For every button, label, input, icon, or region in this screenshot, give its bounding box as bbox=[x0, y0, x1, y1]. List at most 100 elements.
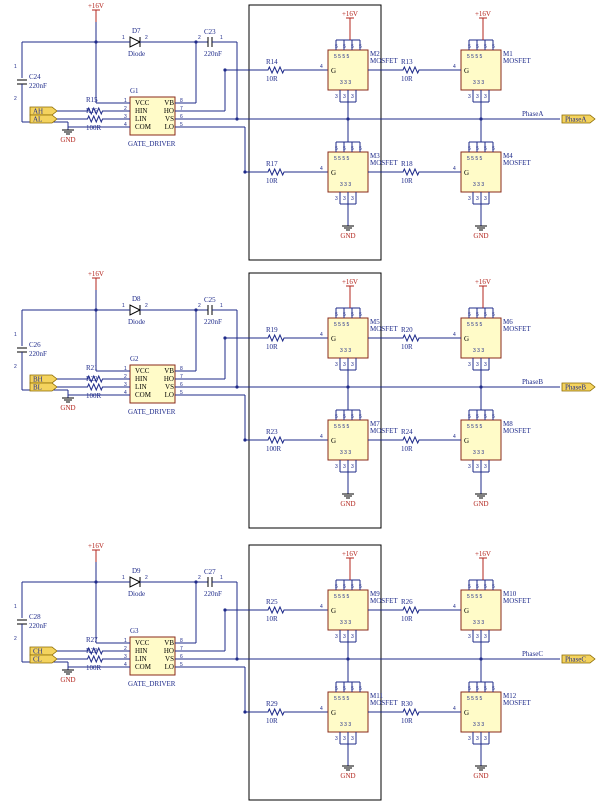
mosfet-pin-number: 5 bbox=[484, 44, 487, 50]
supply-label: +16V bbox=[88, 270, 104, 278]
driver-pin-name: HO bbox=[164, 647, 174, 655]
driver-pin-number: 8 bbox=[180, 638, 183, 644]
mosfet-pin-number: 3 bbox=[484, 196, 487, 202]
mosfet-pin-marks: 5 5 5 5 bbox=[467, 54, 483, 60]
input-port-high bbox=[29, 374, 58, 384]
driver-pin-number: 6 bbox=[180, 114, 183, 120]
resistor-value: 10R bbox=[401, 75, 413, 83]
resistor-ref: R19 bbox=[266, 326, 278, 334]
mosfet-pin-marks: 3 3 3 bbox=[473, 722, 484, 728]
cap-pin: 1 bbox=[14, 604, 17, 610]
resistor-R17 bbox=[260, 167, 292, 177]
resistor-ref: R14 bbox=[266, 58, 278, 66]
mosfet-ref: M8 bbox=[503, 420, 513, 428]
mosfet-gate-label: G bbox=[331, 169, 336, 177]
driver-pin-number: 1 bbox=[124, 638, 127, 644]
cap-value: 220nF bbox=[204, 318, 222, 326]
diode-pin: 2 bbox=[145, 575, 148, 581]
driver-pin-number: 7 bbox=[180, 646, 183, 652]
driver-pin-number: 6 bbox=[180, 382, 183, 388]
mosfet-pin-number: 3 bbox=[468, 196, 471, 202]
mosfet-pin-marks: 3 3 3 bbox=[473, 80, 484, 86]
driver-pin-name: VS bbox=[165, 383, 174, 391]
junction-dot bbox=[479, 117, 483, 121]
mosfet-body bbox=[460, 151, 502, 193]
driver-pin-number: 3 bbox=[124, 654, 127, 660]
ground-label: GND bbox=[473, 772, 488, 780]
driver-pin-number: 8 bbox=[180, 366, 183, 372]
resistor-value: 100R bbox=[86, 392, 102, 400]
mosfet-pin-number: 5 bbox=[359, 44, 362, 50]
driver-pin-name: VB bbox=[164, 639, 174, 647]
cap-pin: 1 bbox=[220, 35, 223, 41]
mosfet-type: MOSFET bbox=[503, 597, 531, 605]
ground-label: GND bbox=[60, 404, 75, 412]
mosfet-type: MOSFET bbox=[370, 57, 398, 65]
driver-pin-name: HIN bbox=[135, 107, 147, 115]
gate-driver-type: GATE_DRIVER bbox=[128, 680, 176, 688]
mosfet-ref: M1 bbox=[503, 50, 513, 58]
mosfet-pin-number: 5 bbox=[476, 414, 479, 420]
driver-pin-name: HIN bbox=[135, 647, 147, 655]
mosfet-pin-number: 3 bbox=[468, 362, 471, 368]
mosfet-pin-number: 3 bbox=[476, 362, 479, 368]
mosfet-gate-pin: 4 bbox=[453, 64, 456, 70]
mosfet-pin-number: 3 bbox=[335, 634, 338, 640]
mosfet-ref: M2 bbox=[370, 50, 380, 58]
cap-value: 220nF bbox=[29, 350, 47, 358]
mosfet-pin-number: 5 bbox=[468, 584, 471, 590]
cap-ref: C26 bbox=[29, 341, 41, 349]
mosfet-pin-number: 5 bbox=[476, 146, 479, 152]
mosfet-pin-number: 3 bbox=[351, 736, 354, 742]
junction-dot bbox=[346, 657, 350, 661]
driver-pin-number: 7 bbox=[180, 374, 183, 380]
mosfet-pin-number: 5 bbox=[468, 414, 471, 420]
mosfet-pin-number: 5 bbox=[343, 146, 346, 152]
mosfet-ref: M6 bbox=[503, 318, 513, 326]
cap-value: 220nF bbox=[204, 50, 222, 58]
resistor-R29 bbox=[260, 707, 292, 717]
resistor-value: 100R bbox=[86, 124, 102, 132]
mosfet-pin-number: 3 bbox=[335, 94, 338, 100]
input-port-low bbox=[29, 654, 58, 664]
mosfet-pin-number: 3 bbox=[343, 464, 346, 470]
ground-label: GND bbox=[60, 676, 75, 684]
resistor-value: 100R bbox=[86, 664, 102, 672]
diode-type: Diode bbox=[128, 50, 145, 58]
ground-label: GND bbox=[340, 232, 355, 240]
cap-pin: 1 bbox=[14, 332, 17, 338]
driver-pin-number: 2 bbox=[124, 374, 127, 380]
cap-ref: C28 bbox=[29, 613, 41, 621]
phase-port bbox=[561, 114, 596, 124]
diode-pin: 1 bbox=[122, 575, 125, 581]
ground-label: GND bbox=[473, 232, 488, 240]
resistor-ref: R26 bbox=[401, 598, 413, 606]
driver-pin-number: 5 bbox=[180, 390, 183, 396]
mosfet-pin-number: 3 bbox=[351, 464, 354, 470]
supply-label: +16V bbox=[342, 550, 358, 558]
supply-label: +16V bbox=[342, 278, 358, 286]
mosfet-pin-number: 5 bbox=[335, 414, 338, 420]
resistor-R21 bbox=[80, 374, 110, 384]
diode-pin: 1 bbox=[122, 303, 125, 309]
mosfet-type: MOSFET bbox=[503, 325, 531, 333]
mosfet-pin-number: 5 bbox=[484, 584, 487, 590]
mosfet-pin-number: 3 bbox=[335, 736, 338, 742]
phase-net-label: PhaseA bbox=[522, 110, 543, 118]
diode-body bbox=[129, 36, 142, 48]
mosfet-pin-number: 5 bbox=[484, 146, 487, 152]
junction-dot bbox=[479, 657, 483, 661]
mosfet-pin-number: 3 bbox=[351, 94, 354, 100]
mosfet-pin-marks: 5 5 5 5 bbox=[467, 696, 483, 702]
diode-body bbox=[129, 576, 142, 588]
driver-pin-number: 4 bbox=[124, 390, 127, 396]
mosfet-ref: M3 bbox=[370, 152, 380, 160]
mosfet-pin-number: 5 bbox=[343, 44, 346, 50]
mosfet-pin-marks: 3 3 3 bbox=[340, 620, 351, 626]
mosfet-pin-number: 3 bbox=[351, 196, 354, 202]
cap-pin: 2 bbox=[198, 35, 201, 41]
mosfet-pin-number: 5 bbox=[476, 312, 479, 318]
resistor-R30 bbox=[395, 707, 427, 717]
mosfet-gate-pin: 4 bbox=[453, 604, 456, 610]
